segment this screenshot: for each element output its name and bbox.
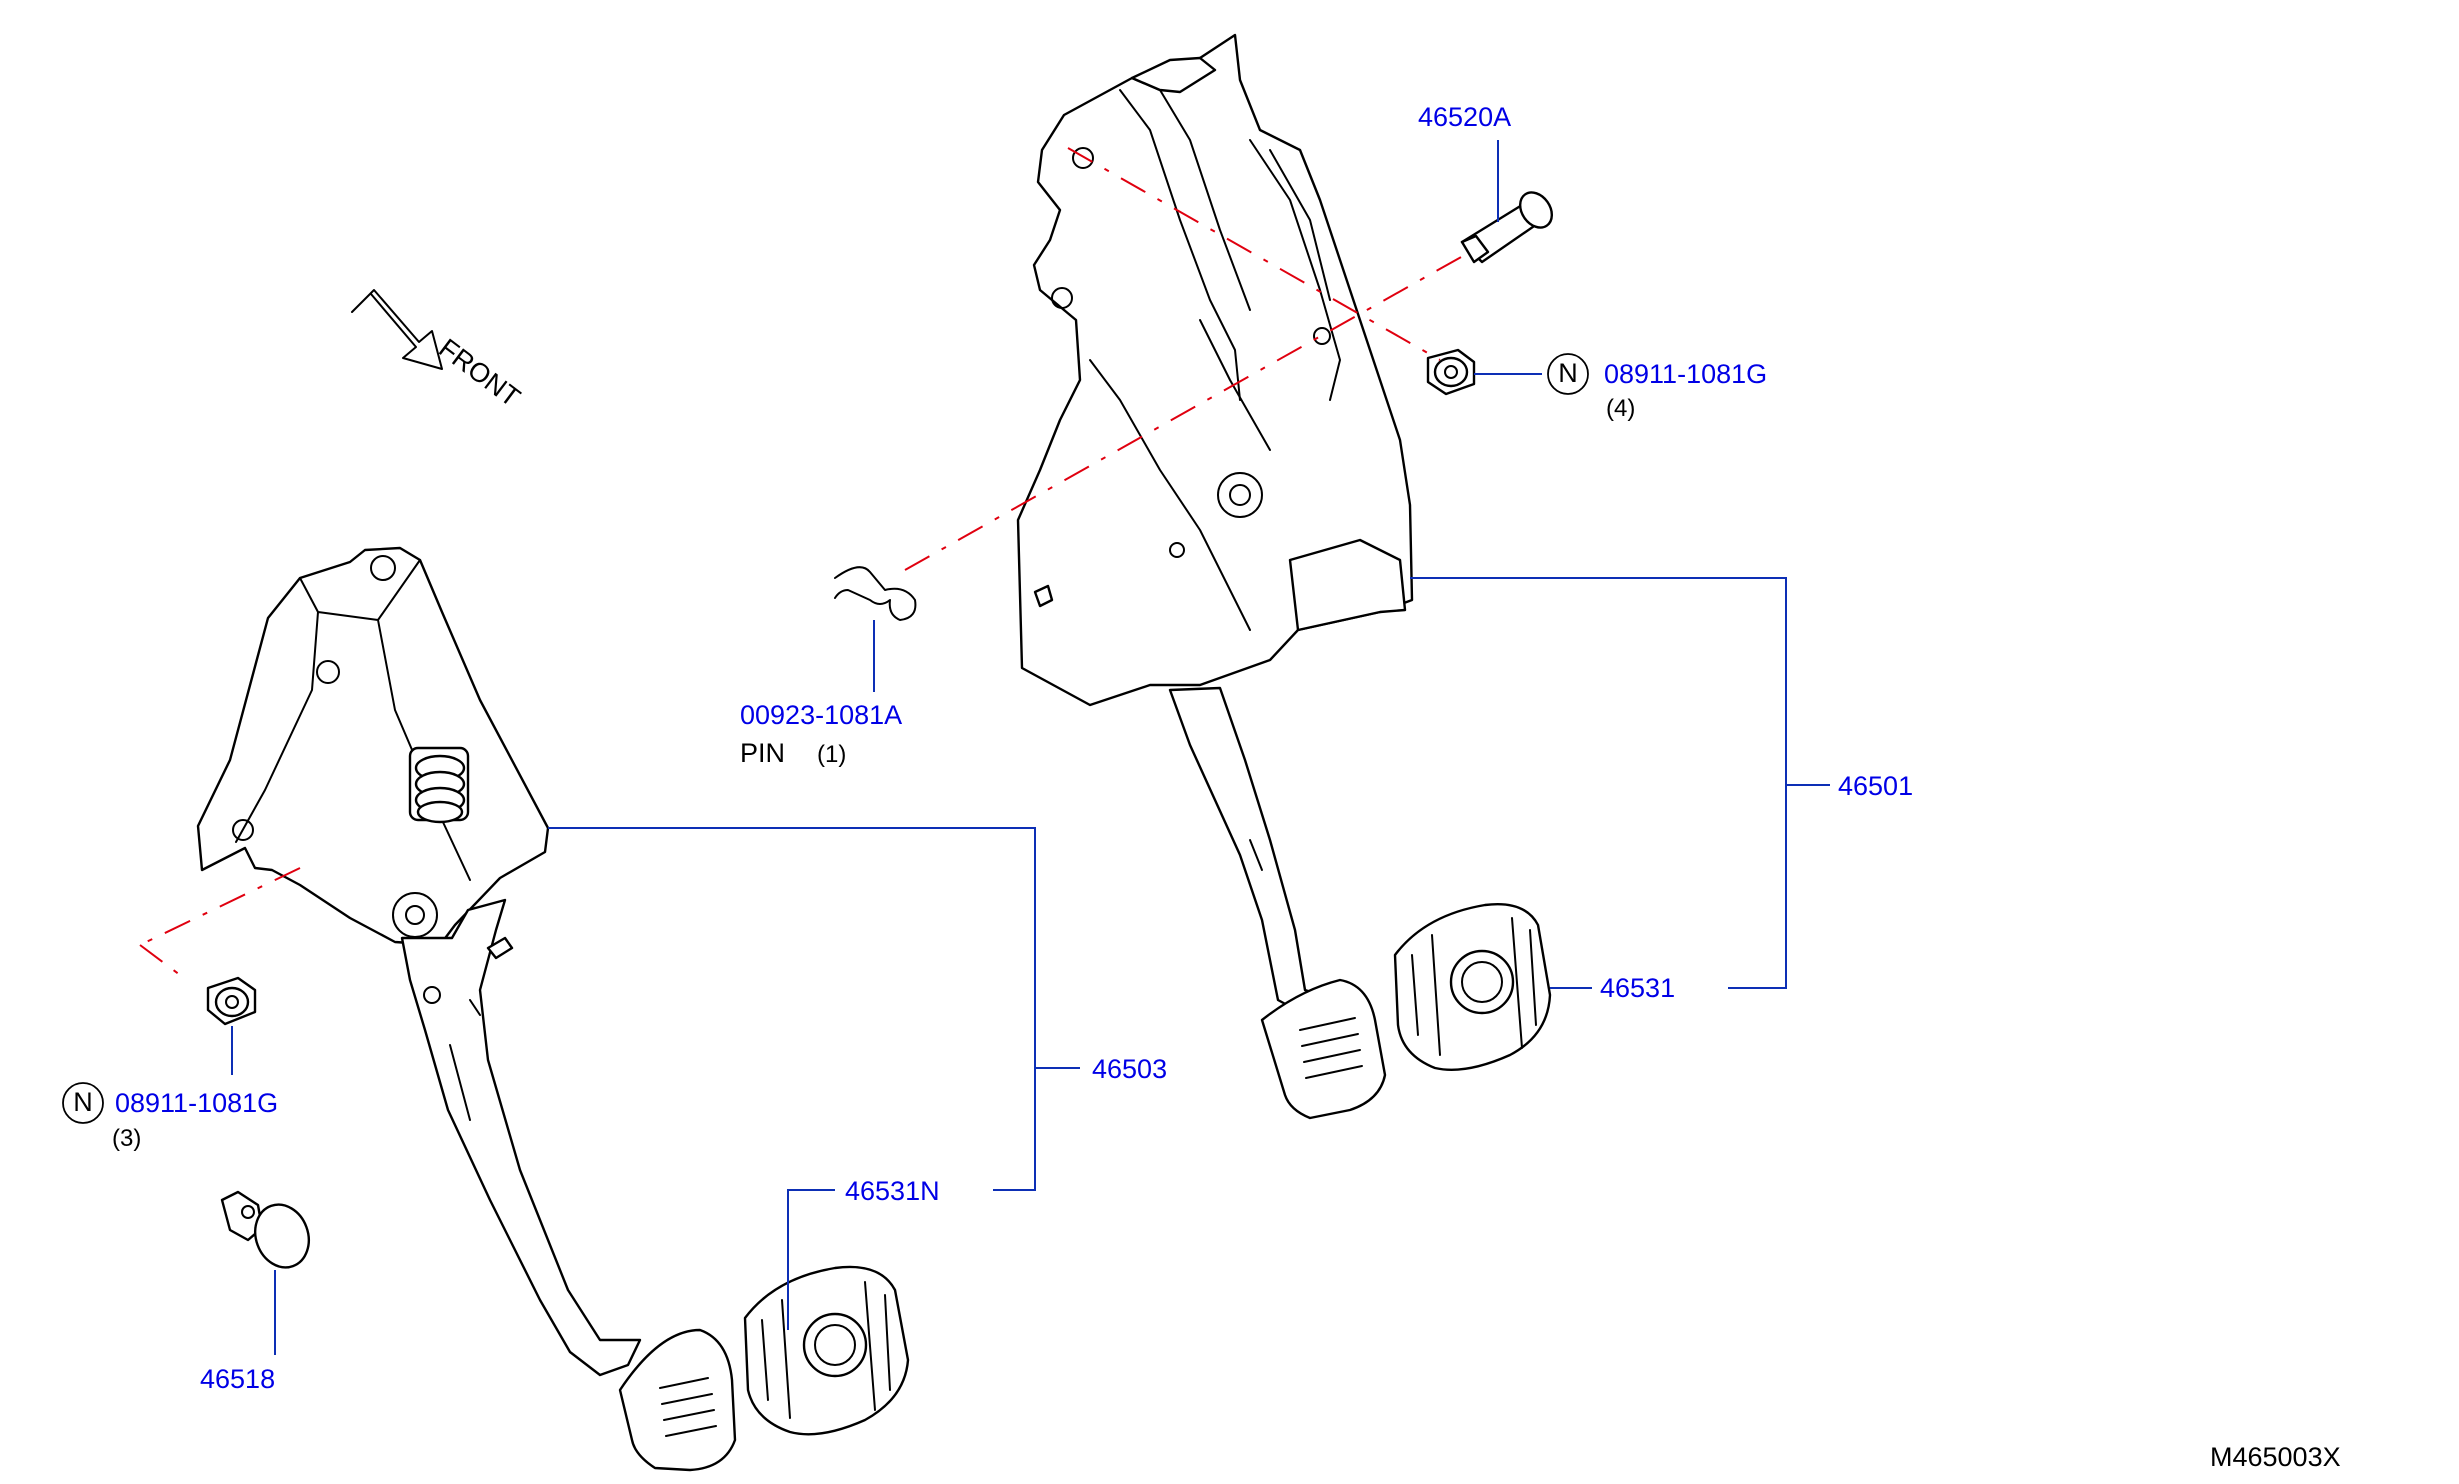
front-label: FRONT	[433, 333, 525, 413]
pad-right-part-number: 46531	[1600, 973, 1675, 1003]
pin-part-number: 00923-1081A	[740, 700, 902, 730]
nut-right-quantity: (4)	[1606, 395, 1635, 422]
left-lever-rib	[449, 999, 481, 1121]
front-arrow-icon	[351, 289, 443, 370]
stopper-part-number: 46518	[200, 1364, 275, 1394]
pin-name: PIN	[740, 738, 785, 768]
pedal-assy-left-part-number: 46503	[1092, 1054, 1167, 1084]
right-bracket-top-tab	[1130, 56, 1217, 94]
nut-left-badge-circle	[62, 1082, 104, 1124]
left-pivot-hole	[232, 819, 254, 841]
right-pedal-plate	[1260, 978, 1387, 1120]
right-bracket-web	[1089, 319, 1271, 631]
left-return-spring	[408, 746, 470, 824]
callout-pin: 00923-1081A PIN (1)	[740, 700, 902, 768]
bolt-part-number: 46520A	[1418, 102, 1511, 132]
pin-quantity: (1)	[817, 741, 846, 768]
right-bolt-centerline	[1067, 147, 1441, 361]
right-bracket-hole-3	[1169, 542, 1185, 558]
left-pivot-centerline	[139, 867, 301, 946]
left-flange-nut	[206, 976, 257, 1026]
pedal-assembly-left	[139, 546, 910, 1472]
right-pivot-hole	[1313, 327, 1331, 345]
nut-left-badge: N	[73, 1087, 93, 1117]
front-direction-indicator: FRONT	[351, 289, 526, 413]
right-pivot-boss-inner	[1229, 484, 1251, 506]
left-pedal-lever	[400, 898, 642, 1377]
right-bracket-stud	[1033, 584, 1054, 608]
left-bracket-side-hole	[316, 660, 340, 684]
left-pivot-boss-inner	[405, 905, 425, 925]
right-pedal-bracket	[1016, 33, 1414, 707]
pad-left-part-number: 46531N	[845, 1176, 940, 1206]
nut-left-quantity: (3)	[112, 1125, 141, 1152]
pedal-assembly-right	[834, 33, 1554, 1120]
right-pedal-lever	[1168, 686, 1337, 1014]
callout-nut-right: N 08911-1081G (4)	[1547, 353, 1767, 422]
left-lever-stud	[486, 936, 514, 960]
nut-right-badge-circle	[1547, 353, 1589, 395]
leader-pedal-assy-right	[1410, 577, 1830, 989]
figure-code: M465003X	[2210, 1442, 2341, 1472]
callout-nut-left: N 08911-1081G (3)	[62, 1082, 278, 1152]
nut-right-part-number: 08911-1081G	[1604, 359, 1767, 389]
right-bracket-block	[1288, 538, 1407, 632]
left-bracket-top-hole	[370, 555, 396, 581]
pivot-bolt	[1460, 191, 1554, 264]
right-pivot-boss	[1217, 472, 1263, 518]
right-flange-nut	[1426, 348, 1476, 396]
right-bracket-hole-2	[1051, 287, 1073, 309]
right-pedal-pad	[1393, 903, 1552, 1071]
leader-lines	[231, 140, 1830, 1355]
right-plate-ribs	[1299, 1017, 1363, 1079]
right-pivot-centerline	[904, 251, 1471, 571]
leader-pedal-assy-left	[548, 827, 1080, 1191]
clevis-pin-clip	[834, 566, 917, 621]
left-lever-hole	[423, 986, 441, 1004]
left-pedal-pad	[743, 1265, 910, 1436]
pedal-stopper	[220, 1190, 310, 1269]
pedal-assy-right-part-number: 46501	[1838, 771, 1913, 801]
left-nut-centerline	[139, 944, 181, 976]
left-pedal-bracket	[196, 546, 550, 947]
nut-left-part-number: 08911-1081G	[115, 1088, 278, 1118]
right-lever-rib	[1249, 839, 1263, 871]
right-bracket-top-hole	[1072, 147, 1094, 169]
right-bracket-inner-rail	[1119, 89, 1341, 401]
nut-right-badge: N	[1558, 358, 1578, 388]
leader-pad-left	[787, 1189, 835, 1330]
left-plate-ribs	[659, 1377, 717, 1437]
